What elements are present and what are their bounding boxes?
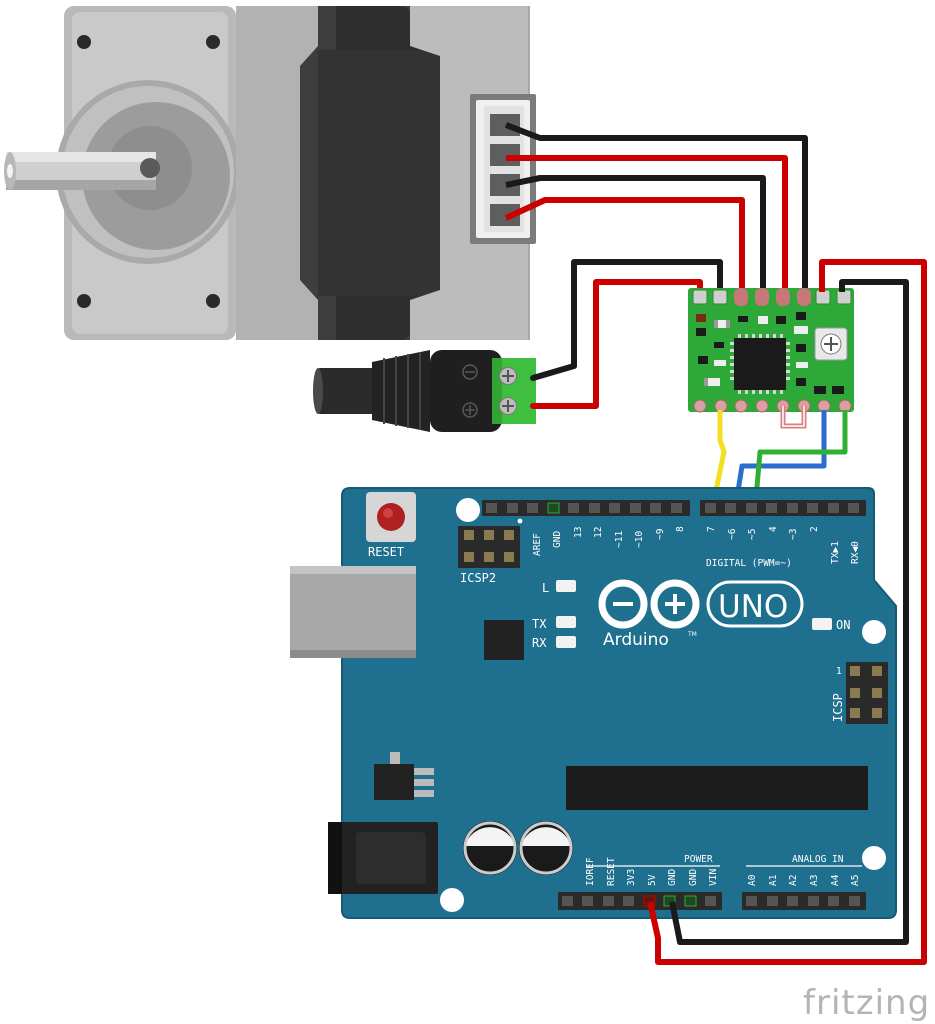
motor-wires — [504, 122, 808, 290]
capacitor — [463, 821, 517, 875]
minus-marker — [462, 364, 478, 380]
logic-power-wires — [647, 259, 927, 965]
arduino-logo: UNO Arduino TM — [598, 579, 804, 650]
wire-black — [669, 279, 909, 945]
pin-label-a4: A4 — [830, 874, 841, 886]
mount-hole — [862, 846, 886, 870]
led-l — [556, 580, 576, 592]
wire-black — [532, 259, 723, 381]
capacitor — [519, 821, 573, 875]
pin-label-a1: A1 — [768, 874, 779, 886]
pin-label-4: 4 — [768, 526, 779, 532]
icsp-label: ICSP — [831, 693, 845, 722]
led-on-label: ON — [836, 618, 850, 632]
wire-green — [752, 410, 848, 511]
icsp-pin1-label: 1 — [836, 666, 842, 677]
pin-label-a3: A3 — [809, 875, 820, 886]
wire-red — [504, 197, 745, 290]
pin-label-ioref: IOREF — [585, 857, 596, 886]
wire-red — [647, 259, 927, 965]
usb-chip — [484, 620, 524, 660]
mount-hole — [77, 294, 91, 308]
icsp2-label: ICSP2 — [460, 571, 496, 585]
mount-hole — [862, 620, 886, 644]
led-l-label: L — [542, 581, 549, 595]
dc-jack-adapter — [313, 350, 536, 432]
voltage-regulator — [374, 752, 434, 800]
pin-label-12: 12 — [593, 527, 604, 538]
pin-label-tx1: TX▶1 — [830, 541, 841, 564]
pin-label-7: 7 — [706, 526, 717, 532]
pin-label-gnd: GND — [552, 531, 563, 548]
digital-header-low — [700, 500, 866, 516]
wire-black — [505, 175, 766, 290]
dc-power-jack — [328, 822, 438, 894]
logo-uno: UNO — [718, 589, 788, 625]
pin-label-gnd1: GND — [667, 869, 678, 886]
pin-label-3v3: 3V3 — [626, 869, 637, 886]
power-wires — [532, 259, 723, 409]
arduino-uno: RESET ICSP2 AREF GND 13 — [290, 487, 897, 919]
pin-label-5v: 5V — [647, 874, 658, 886]
pin-label-3: ~3 — [788, 529, 799, 540]
driver-top-pins — [692, 288, 852, 306]
digital-pin-labels: AREF GND 13 12 ~11 ~10 ~9 8 7 ~6 ~5 4 ~3… — [532, 526, 861, 564]
wire-yellow — [709, 410, 727, 511]
digital-header-high — [482, 500, 690, 516]
mount-hole — [440, 888, 464, 912]
mount-hole — [77, 35, 91, 49]
pin-label-vin: VIN — [708, 869, 719, 886]
stepper-motor — [4, 6, 536, 340]
logo-arduino: Arduino — [603, 630, 669, 650]
smd-components — [696, 312, 844, 394]
power-header — [558, 892, 722, 910]
analog-label: ANALOG IN — [792, 854, 844, 865]
power-label: POWER — [684, 854, 713, 865]
pin-label-2: 2 — [809, 526, 820, 532]
usb-connector — [290, 566, 416, 658]
driver-chip — [734, 338, 786, 390]
mount-hole — [206, 35, 220, 49]
pin-label-5: ~5 — [747, 529, 758, 540]
arduino-board — [342, 488, 896, 918]
pin-label-8: 8 — [675, 526, 686, 532]
fritzing-watermark: fritzing — [803, 983, 930, 1023]
stepper-driver — [688, 288, 854, 429]
led-rx-label: RX — [532, 636, 547, 650]
analog-header — [742, 892, 866, 910]
wire-black — [504, 122, 808, 290]
dc-plug — [316, 368, 376, 414]
icsp2-header — [458, 526, 520, 568]
reset-label: RESET — [368, 545, 404, 559]
pin-label-6: ~6 — [727, 528, 738, 540]
pin-label-reset: RESET — [606, 857, 617, 886]
pin-label-a2: A2 — [788, 875, 799, 886]
pin-label-rx0: RX◀0 — [850, 541, 861, 564]
wire-red — [533, 279, 703, 409]
pin-label-11: ~11 — [614, 531, 625, 548]
dc-jack-body — [430, 350, 502, 432]
led-on — [812, 618, 832, 630]
analog-pin-labels: A0 A1 A2 A3 A4 A5 — [747, 874, 861, 886]
led-tx — [556, 616, 576, 628]
icsp-header — [846, 662, 888, 724]
led-rx — [556, 636, 576, 648]
pin-label-13: 13 — [573, 527, 584, 538]
pin-label-gnd2: GND — [688, 869, 699, 886]
wire-red — [506, 155, 788, 290]
atmega-chip — [566, 766, 868, 810]
pin-label-a0: A0 — [747, 874, 758, 886]
mount-hole — [456, 498, 480, 522]
pin-label-9: ~9 — [655, 528, 666, 540]
logo-tm: TM — [687, 631, 697, 638]
pin-label-10: ~10 — [634, 531, 645, 548]
power-pin-labels: IOREF RESET 3V3 5V GND GND VIN — [585, 857, 719, 886]
mount-hole — [206, 294, 220, 308]
led-tx-label: TX — [532, 617, 547, 631]
pin-label-aref: AREF — [532, 533, 543, 556]
pin-label-a5: A5 — [850, 875, 861, 886]
plus-marker — [462, 402, 478, 418]
digital-label: DIGITAL (PWM=~) — [706, 558, 792, 569]
